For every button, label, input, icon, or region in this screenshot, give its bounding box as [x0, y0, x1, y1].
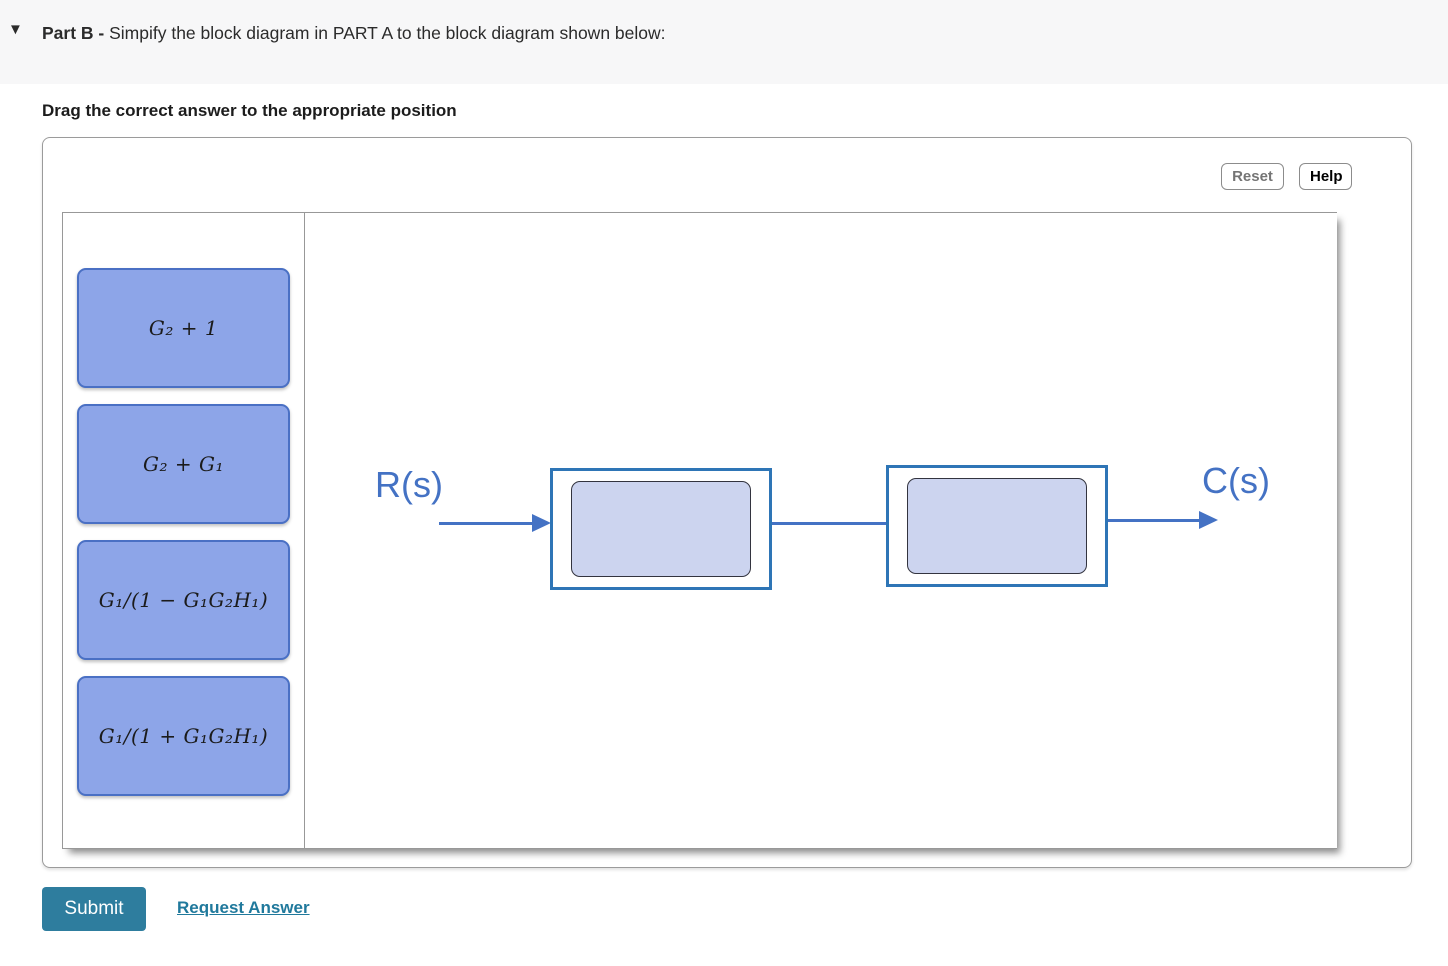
drag-option-label: G₁/(1 − G₁G₂H₁) — [98, 588, 269, 612]
output-signal-label: C(s) — [1202, 460, 1270, 501]
instruction-text: Drag the correct answer to the appropria… — [42, 101, 457, 120]
connector-line — [772, 522, 886, 525]
part-title-label: Part B - — [42, 23, 110, 43]
part-title: Part B - Simpify the block diagram in PA… — [42, 23, 666, 44]
drag-option-g2-plus-1[interactable]: G₂ + 1 — [77, 268, 290, 388]
diagram-block-2 — [886, 465, 1108, 587]
input-arrowhead-icon — [532, 514, 551, 532]
input-arrow-line — [439, 522, 533, 525]
diagram-block-1 — [550, 468, 772, 590]
drop-zone-1[interactable] — [571, 481, 751, 577]
drag-drop-workspace: G₂ + 1 G₂ + G₁ G₁/(1 − G₁G₂H₁) G₁/(1 + G… — [62, 212, 1337, 849]
collapse-caret-icon[interactable]: ▼ — [8, 21, 23, 38]
drag-option-g2-plus-g1[interactable]: G₂ + G₁ — [77, 404, 290, 524]
input-signal-label: R(s) — [375, 464, 443, 505]
request-answer-link[interactable]: Request Answer — [177, 898, 310, 917]
drag-option-label: G₂ + 1 — [148, 316, 219, 340]
output-arrowhead-icon — [1199, 511, 1218, 529]
drag-option-label: G₂ + G₁ — [143, 452, 224, 476]
drag-option-label: G₁/(1 + G₁G₂H₁) — [98, 724, 269, 748]
part-title-text: Simpify the block diagram in PART A to t… — [109, 23, 666, 43]
submit-button[interactable]: Submit — [42, 887, 146, 931]
reset-button[interactable]: Reset — [1221, 163, 1284, 190]
drag-option-g1-over-1-plus[interactable]: G₁/(1 + G₁G₂H₁) — [77, 676, 290, 796]
drop-zone-2[interactable] — [907, 478, 1087, 574]
drag-option-g1-over-1-minus[interactable]: G₁/(1 − G₁G₂H₁) — [77, 540, 290, 660]
answer-palette: G₂ + 1 G₂ + G₁ G₁/(1 − G₁G₂H₁) G₁/(1 + G… — [63, 213, 305, 848]
output-arrow-line — [1108, 519, 1200, 522]
activity-container: Reset Help G₂ + 1 G₂ + G₁ G₁/(1 − G₁G₂H₁… — [42, 137, 1412, 868]
part-header-bar: ▼ Part B - Simpify the block diagram in … — [0, 0, 1448, 84]
help-button[interactable]: Help — [1299, 163, 1352, 190]
block-diagram-canvas: R(s) C(s) — [305, 213, 1337, 848]
